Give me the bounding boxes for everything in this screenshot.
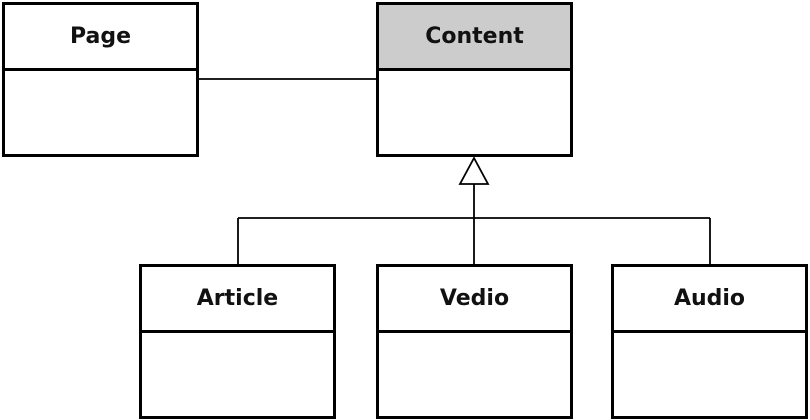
class-name-page: Page — [5, 5, 196, 71]
class-name-content: Content — [379, 5, 570, 71]
class-vedio[interactable]: Vedio — [376, 264, 573, 419]
class-name-vedio: Vedio — [379, 267, 570, 333]
class-page[interactable]: Page — [2, 2, 199, 157]
class-name-audio: Audio — [614, 267, 805, 333]
class-audio[interactable]: Audio — [611, 264, 808, 419]
class-content[interactable]: Content — [376, 2, 573, 157]
class-article[interactable]: Article — [139, 264, 336, 419]
class-name-article: Article — [142, 267, 333, 333]
generalization-arrowhead — [458, 156, 490, 185]
